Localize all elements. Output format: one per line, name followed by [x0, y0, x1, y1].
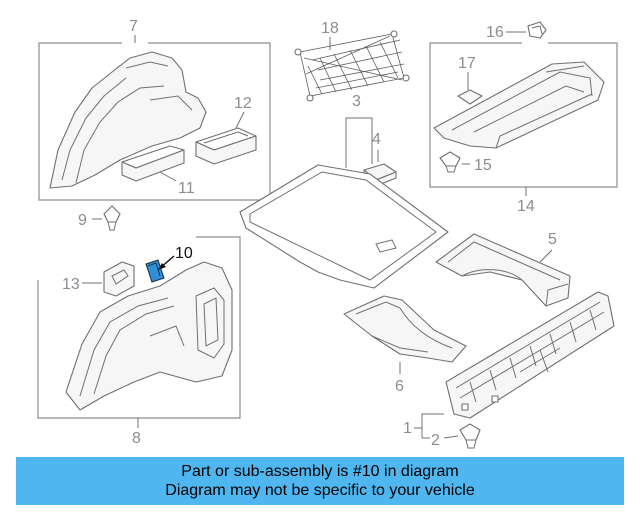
label-10[interactable]: 10	[175, 245, 193, 262]
clip-16	[527, 21, 547, 39]
sill-plate-1	[445, 291, 615, 419]
floor-board-6	[343, 295, 467, 363]
arrowhead-10	[158, 263, 166, 270]
label-17[interactable]: 17	[458, 55, 476, 72]
label-15[interactable]: 15	[474, 157, 492, 174]
cargo-net-18	[294, 30, 410, 102]
group-frame-8	[37, 236, 241, 428]
parts-diagram: 7 11 12 18 3 4	[37, 18, 618, 449]
label-4[interactable]: 4	[372, 131, 381, 148]
quarter-trim-panel-lower	[65, 261, 233, 411]
label-11[interactable]: 11	[178, 180, 195, 197]
label-2[interactable]: 2	[431, 432, 440, 449]
floor-board-5	[435, 233, 571, 307]
label-9[interactable]: 9	[78, 212, 87, 229]
clip-2	[459, 423, 481, 449]
label-18[interactable]: 18	[321, 20, 339, 37]
quarter-trim-panel-upper	[49, 51, 207, 189]
part-10-highlighted[interactable]	[145, 259, 165, 283]
label-12[interactable]: 12	[234, 95, 252, 112]
storage-box-12	[195, 127, 257, 165]
label-1[interactable]: 1	[403, 420, 412, 437]
clip-9	[103, 205, 121, 231]
bracket-17	[457, 89, 483, 105]
label-14[interactable]: 14	[517, 198, 535, 215]
storage-tray-11	[121, 145, 185, 182]
label-16[interactable]: 16	[486, 24, 504, 41]
clip-15	[439, 151, 461, 173]
label-13[interactable]: 13	[62, 276, 80, 293]
banner-line-2: Diagram may not be specific to your vehi…	[165, 482, 475, 499]
label-5[interactable]: 5	[548, 231, 557, 248]
floor-cover-mat	[239, 164, 449, 289]
label-6[interactable]: 6	[395, 378, 404, 395]
label-8[interactable]: 8	[132, 430, 141, 447]
group-frame-14	[429, 42, 618, 196]
banner-line-1: Part or sub-assembly is #10 in diagram	[181, 463, 459, 480]
info-banner: Part or sub-assembly is #10 in diagram D…	[16, 457, 624, 505]
group-frame-7	[38, 35, 271, 201]
label-3[interactable]: 3	[352, 93, 361, 110]
cover-13	[103, 261, 135, 297]
package-tray	[433, 61, 605, 149]
label-7[interactable]: 7	[129, 18, 138, 35]
